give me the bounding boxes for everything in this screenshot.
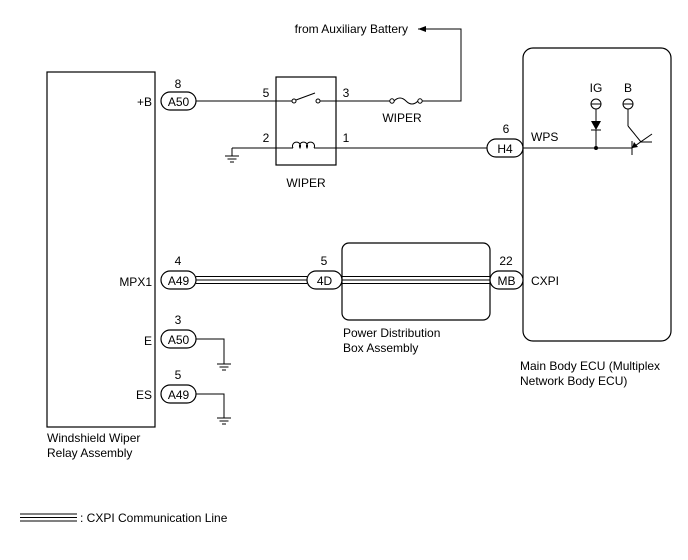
main-body-ecu-box [522, 47, 672, 342]
pdb-label-line2: Box Assembly [343, 341, 418, 355]
connector-a49-mpx-label: A49 [168, 274, 190, 288]
terminal-plus-b: +B [137, 95, 152, 109]
connector-4d-label: 4D [317, 274, 333, 288]
relay-pin-2: 2 [263, 131, 270, 145]
pdb-label-line1: Power Distribution [343, 326, 440, 340]
connector-a49-es-label: A49 [168, 388, 190, 402]
terminal-b: B [624, 81, 632, 95]
cxpi-line-left [196, 276, 307, 284]
terminal-e: E [144, 334, 152, 348]
wire-es-ground [196, 393, 225, 418]
power-distribution-box [341, 242, 491, 321]
wiper-fuse-label: WIPER [382, 111, 422, 125]
aux-battery-label: from Auxiliary Battery [295, 22, 408, 36]
relay-coil-icon [276, 141, 336, 150]
connector-a49-mpx-pin: 4 [175, 254, 182, 268]
connector-a50-e-pin: 3 [175, 313, 182, 327]
relay-pin-1: 1 [343, 131, 350, 145]
connector-a50-top-label: A50 [168, 95, 190, 109]
legend-label: : CXPI Communication Line [80, 511, 228, 525]
wiper-relay-box [275, 76, 337, 166]
wire-aux-battery [418, 28, 462, 102]
terminal-mpx1: MPX1 [119, 275, 152, 289]
ground-icon [217, 417, 231, 425]
transistor-icon [627, 125, 653, 155]
relay-pin-5: 5 [263, 86, 270, 100]
wire-e-ground [196, 338, 225, 364]
connector-4d-pin: 5 [321, 254, 328, 268]
connector-a50-e-label: A50 [168, 333, 190, 347]
main-body-ecu-label-line2: Network Body ECU) [520, 374, 627, 388]
diode-icon [591, 121, 601, 148]
fuse-icon [389, 97, 423, 105]
connector-mb-pin: 22 [499, 254, 513, 268]
terminal-es: ES [136, 388, 152, 402]
terminal-wps: WPS [531, 130, 558, 144]
relay-pin-3: 3 [343, 86, 350, 100]
terminal-cxpi: CXPI [531, 274, 559, 288]
main-body-ecu-label-line1: Main Body ECU (Multiplex [520, 359, 660, 373]
b-source-icon [622, 98, 634, 126]
wiper-relay-assembly-label-line2: Relay Assembly [47, 446, 132, 460]
ig-source-icon [590, 98, 602, 121]
cxpi-line-middle [342, 276, 490, 284]
wiper-relay-label: WIPER [286, 176, 326, 190]
wiper-relay-assembly-box [46, 71, 156, 428]
ground-icon [217, 363, 231, 371]
arrow-left-icon [418, 26, 426, 32]
legend-cxpi-line-icon [20, 513, 77, 522]
connector-h4-pin: 6 [503, 122, 510, 136]
wiper-relay-assembly-label-line1: Windshield Wiper [47, 431, 140, 445]
connector-h4-label: H4 [497, 142, 513, 156]
connector-mb [489, 270, 524, 290]
connector-mb-label: MB [498, 274, 516, 288]
ground-icon [225, 148, 239, 163]
connector-a49-es-pin: 5 [175, 368, 182, 382]
connector-a50-top-pin: 8 [175, 77, 182, 91]
relay-switch-icon [276, 92, 336, 104]
terminal-ig: IG [590, 81, 603, 95]
